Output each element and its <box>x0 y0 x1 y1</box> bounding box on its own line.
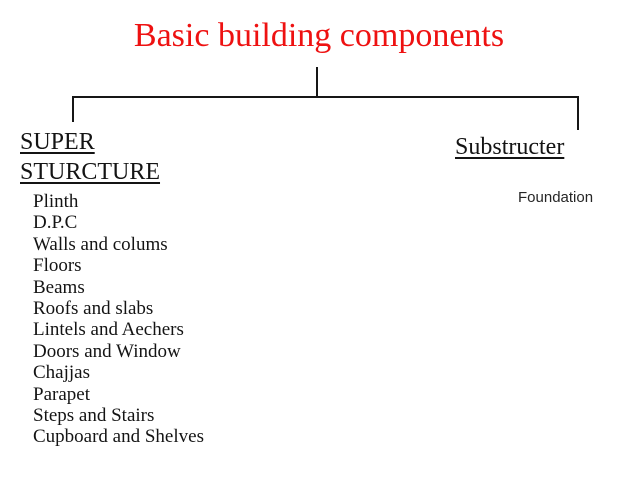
list-item: Roofs and slabs <box>33 298 154 320</box>
list-item: Floors <box>33 255 82 277</box>
list-item: Chajjas <box>33 362 90 384</box>
list-item: Doors and Window <box>33 340 181 362</box>
connector-stem <box>316 67 318 98</box>
list-item: Plinth <box>33 191 79 212</box>
page-title: Basic building components <box>133 17 505 54</box>
list-item: Cupboard and Shelves <box>33 426 204 448</box>
list-item: D.P.C <box>33 212 78 234</box>
connector-horizontal-bar <box>72 96 579 98</box>
branch-heading-superstructure: SUPER STURCTURE <box>20 129 161 185</box>
list-item: Lintels and Aechers <box>33 319 184 341</box>
list-item: Steps and Stairs <box>33 405 155 427</box>
list-item: Parapet <box>33 383 90 405</box>
list-item: Walls and colums <box>33 233 168 255</box>
connector-left-drop <box>72 96 74 122</box>
branch-heading-substructure: Substructer <box>455 134 565 160</box>
substructure-list: Foundation <box>518 188 593 207</box>
list-item: Beams <box>33 276 85 298</box>
list-item: Foundation <box>518 189 594 206</box>
connector-right-drop <box>577 96 579 130</box>
